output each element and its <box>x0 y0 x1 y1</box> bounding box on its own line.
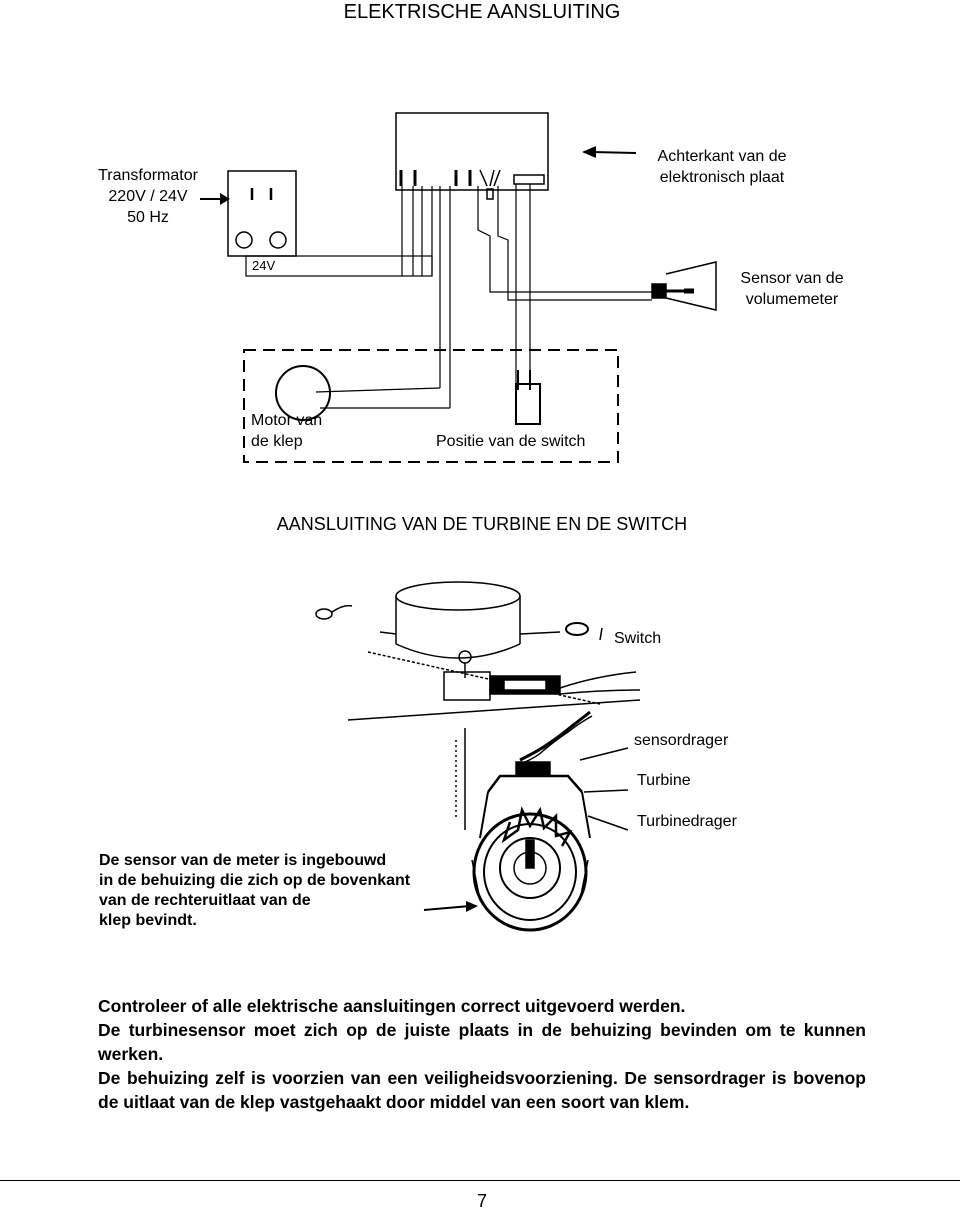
motor-label: Motor van de klep <box>251 412 323 450</box>
board-label: Achterkant van de elektronisch plaat <box>657 148 787 186</box>
turbine-carrier-label: Turbinedrager <box>637 813 737 830</box>
switch-label: Switch <box>614 630 662 647</box>
page-title: ELEKTRISCHE AANSLUITING <box>343 1 621 23</box>
section-title: AANSLUITING VAN DE TURBINE EN DE SWITCH <box>276 514 688 534</box>
electronic-board <box>395 112 549 191</box>
wiring-diagram <box>200 112 717 463</box>
valve-enclosure <box>243 349 619 463</box>
turbine-label: Turbine <box>637 772 691 789</box>
footer-rule <box>0 1180 960 1181</box>
sensor-carrier-label: sensordrager <box>634 732 729 749</box>
motor-symbol <box>275 365 331 421</box>
switch-position-label: Positie van de switch <box>436 433 586 450</box>
switch-symbol <box>515 370 541 425</box>
body-paragraph: De behuizing zelf is voorzien van een ve… <box>98 1068 866 1112</box>
body-text: Controleer of alle elektrische aansluiti… <box>98 994 866 1114</box>
sensor-caption: De sensor van de meter is ingebouwd in d… <box>99 852 411 929</box>
volume-sensor-label: Sensor van de volumemeter <box>740 270 844 308</box>
body-paragraph: Controleer of alle elektrische aansluiti… <box>98 996 686 1016</box>
transformer-label: Transformator 220V / 24V 50 Hz <box>98 167 198 226</box>
turbine-figure <box>315 581 641 932</box>
page-number: 7 <box>476 1191 487 1211</box>
volume-sensor <box>651 261 717 311</box>
body-paragraph: De turbinesensor moet zich op de juiste … <box>98 1020 866 1064</box>
voltage-tag: 24V <box>252 258 276 273</box>
